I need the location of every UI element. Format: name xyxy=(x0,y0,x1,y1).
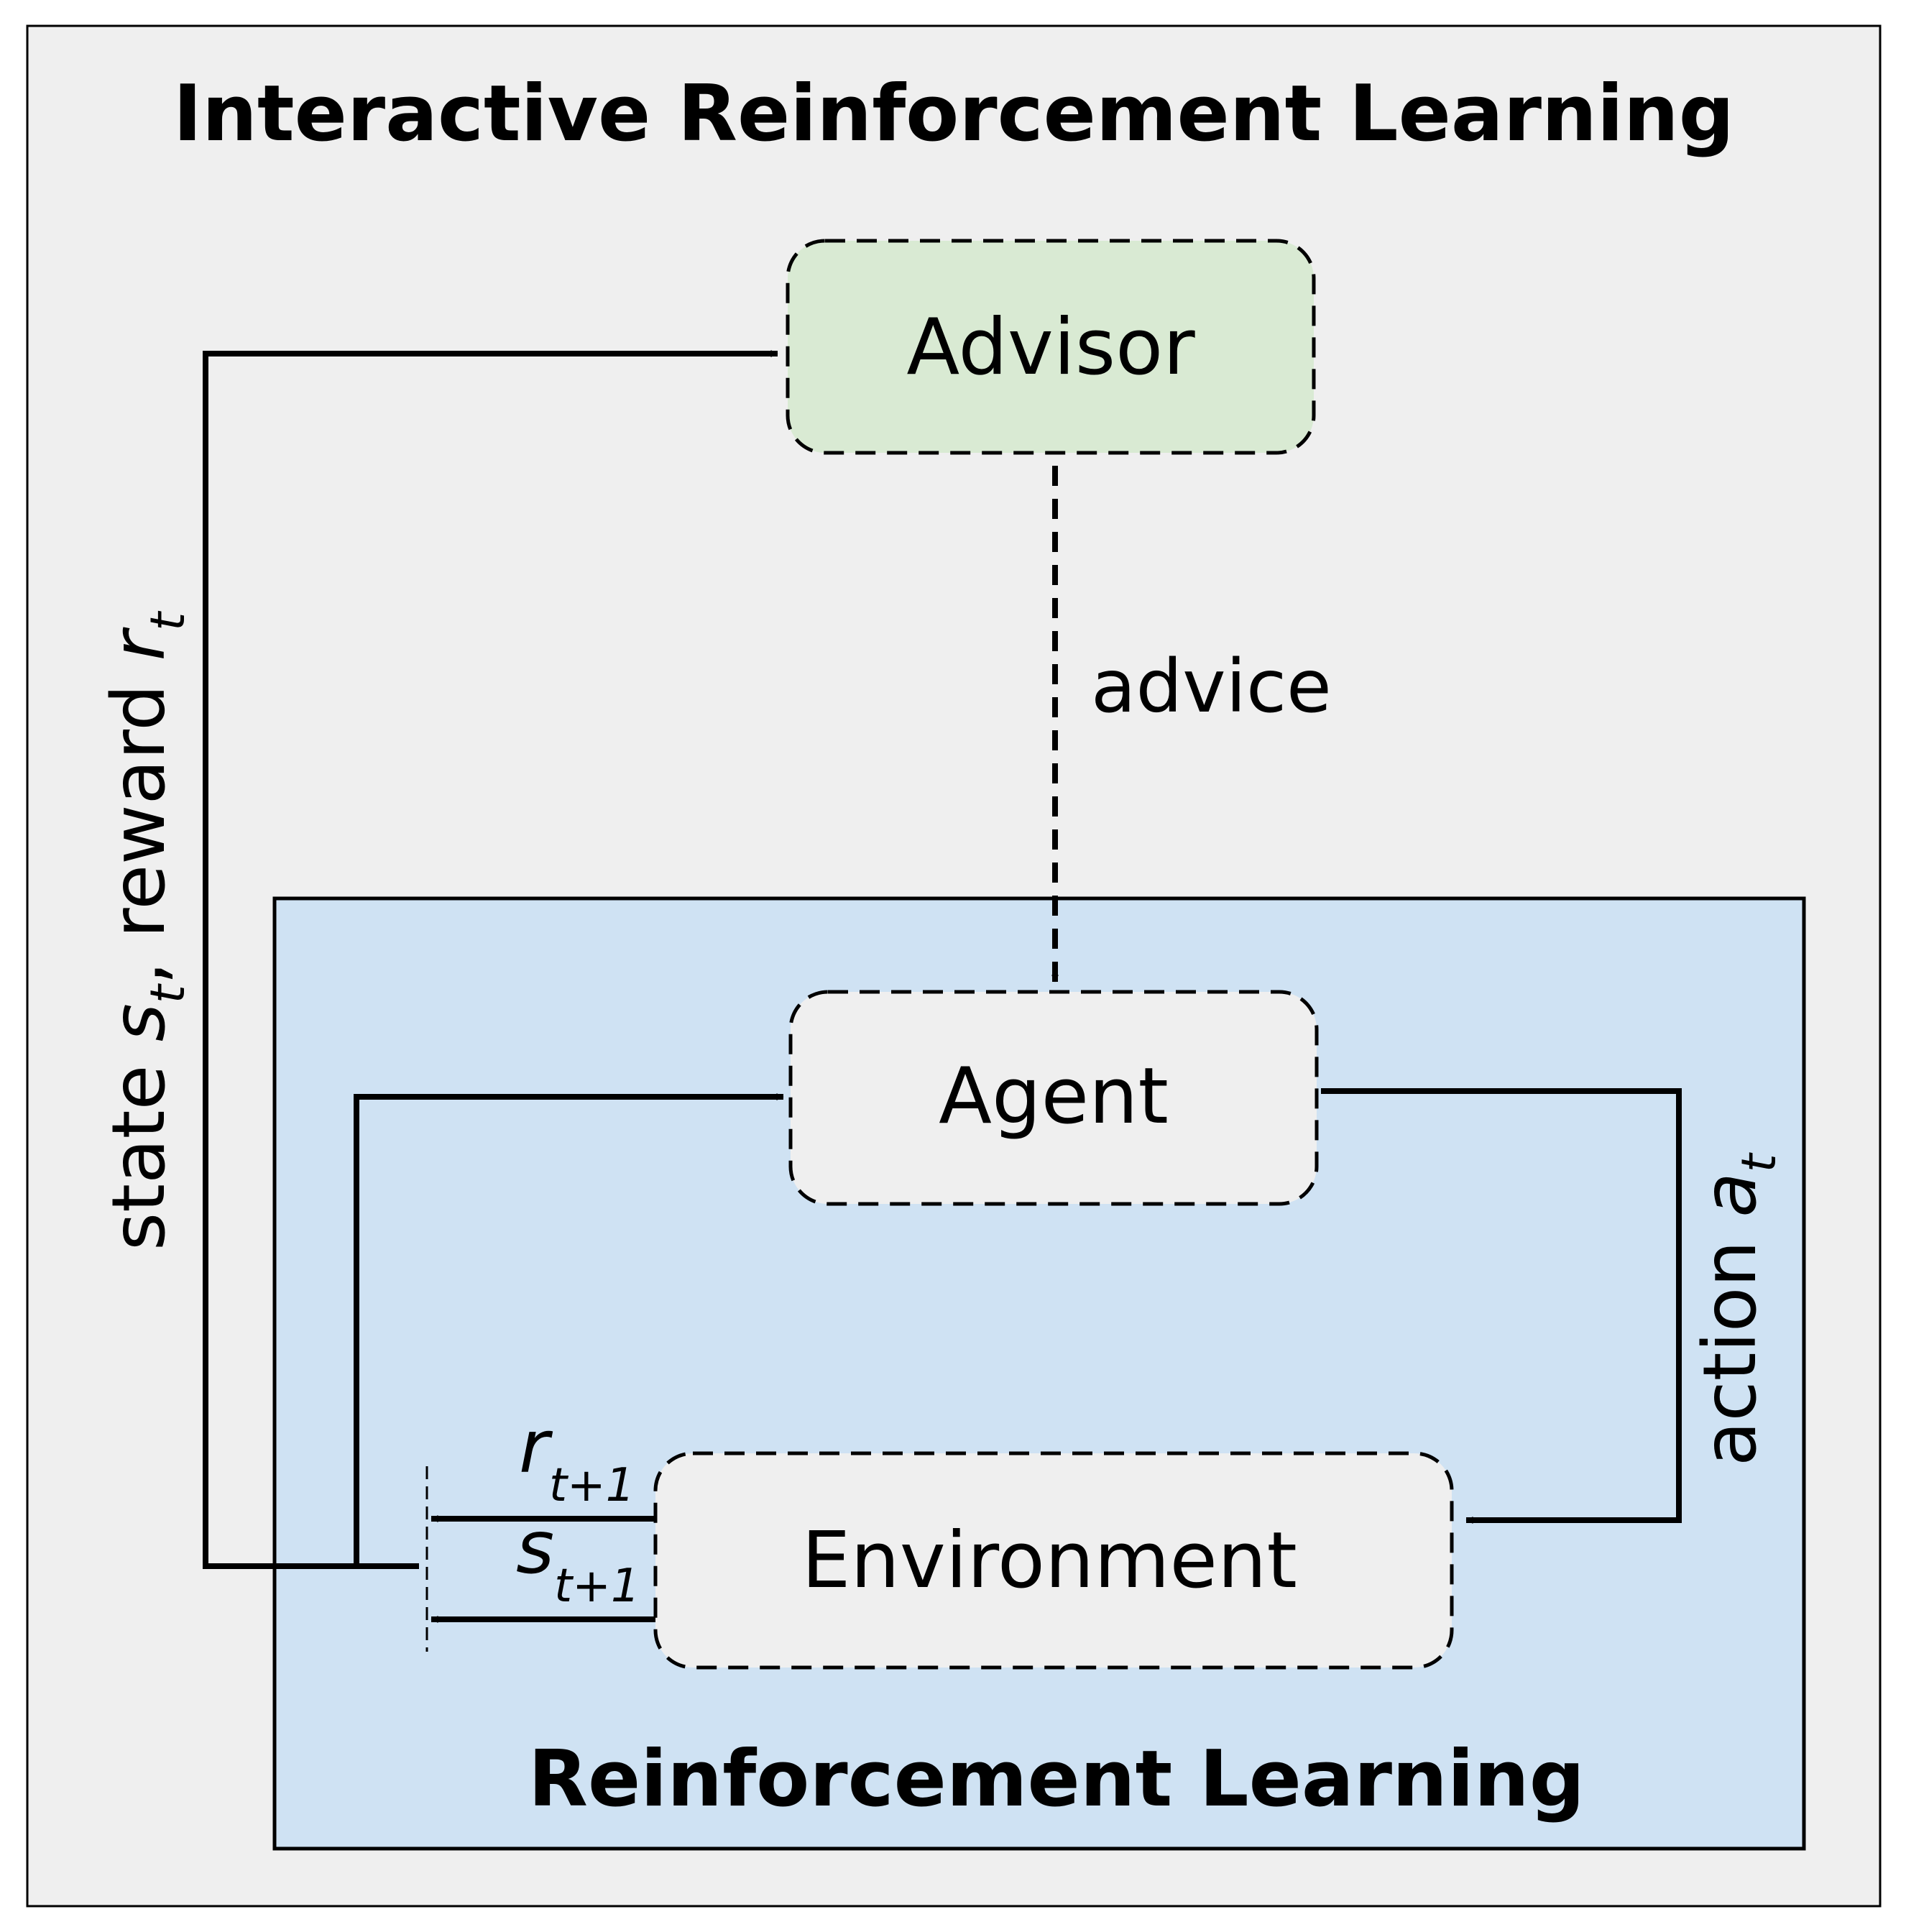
reward-subscript: t xyxy=(140,611,195,631)
state-to-agent-arrow xyxy=(354,1093,784,1569)
reward-next-symbol: r xyxy=(519,1404,553,1490)
agent-box xyxy=(788,990,1319,1206)
state-word: state xyxy=(96,1041,182,1251)
reward-next-label: rt+1 xyxy=(519,1404,635,1512)
state-reward-label: state st, reward rt xyxy=(96,611,195,1251)
reward-next-subscript: t+1 xyxy=(549,1459,635,1512)
diagram-title: Interactive Reinforcement Learning xyxy=(173,69,1734,159)
state-subscript: t xyxy=(140,983,195,1003)
reward-word: , reward xyxy=(96,661,182,985)
agent-node: Agent xyxy=(788,990,1319,1206)
state-to-advisor-arrow xyxy=(203,350,778,1569)
state-next-subscript: t+1 xyxy=(554,1560,640,1613)
action-symbol: a xyxy=(1688,1172,1773,1218)
action-subscript: t xyxy=(1731,1152,1787,1172)
advice-label: advice xyxy=(1091,644,1332,730)
environment-label: Environment xyxy=(801,1516,1297,1606)
rl-frame-title: Reinforcement Learning xyxy=(528,1734,1585,1824)
agent-label: Agent xyxy=(939,1052,1169,1141)
action-arrow xyxy=(1321,1088,1682,1524)
advisor-node: Advisor xyxy=(786,239,1316,455)
environment-node: Environment xyxy=(653,1451,1454,1670)
advisor-box xyxy=(786,239,1316,455)
state-symbol: s xyxy=(96,1003,182,1041)
environment-box xyxy=(653,1451,1454,1670)
advisor-label: Advisor xyxy=(906,303,1195,392)
action-word: action xyxy=(1688,1218,1773,1466)
action-label: action at xyxy=(1688,1152,1787,1466)
state-next-label: st+1 xyxy=(516,1505,640,1613)
reward-symbol: r xyxy=(96,627,182,661)
state-next-symbol: s xyxy=(516,1505,554,1591)
